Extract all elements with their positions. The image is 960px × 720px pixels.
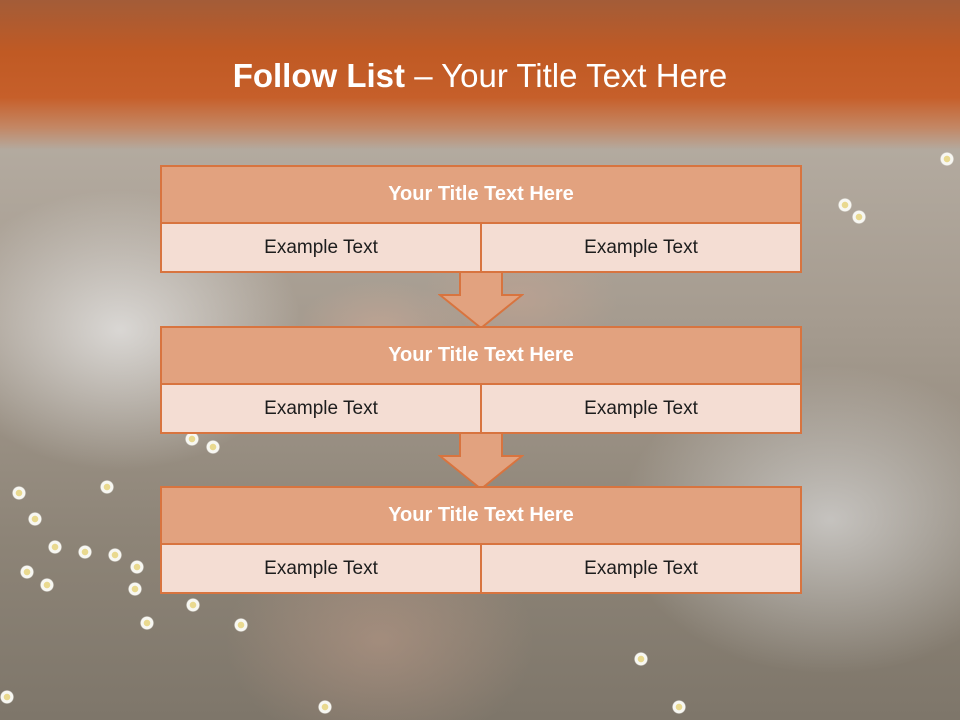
step-cell-left: Example Text <box>160 224 481 273</box>
step-cell-right: Example Text <box>481 224 802 273</box>
step-row: Example Text Example Text <box>160 545 802 594</box>
down-arrow-icon <box>438 271 524 329</box>
slide-title: Follow List – Your Title Text Here <box>0 54 960 98</box>
step-cell-left: Example Text <box>160 545 481 594</box>
step-title: Your Title Text Here <box>160 326 802 385</box>
slide-title-bold: Follow List <box>232 57 406 94</box>
step-cell-left: Example Text <box>160 385 481 434</box>
step-block: Your Title Text Here Example Text Exampl… <box>160 486 802 594</box>
slide-title-rest: – Your Title Text Here <box>405 57 728 94</box>
step-cell-right: Example Text <box>481 385 802 434</box>
step-row: Example Text Example Text <box>160 224 802 273</box>
step-cell-right: Example Text <box>481 545 802 594</box>
down-arrow-icon <box>438 432 524 490</box>
header-band <box>0 0 960 150</box>
step-row: Example Text Example Text <box>160 385 802 434</box>
step-title: Your Title Text Here <box>160 486 802 545</box>
step-title: Your Title Text Here <box>160 165 802 224</box>
step-block: Your Title Text Here Example Text Exampl… <box>160 326 802 434</box>
step-block: Your Title Text Here Example Text Exampl… <box>160 165 802 273</box>
